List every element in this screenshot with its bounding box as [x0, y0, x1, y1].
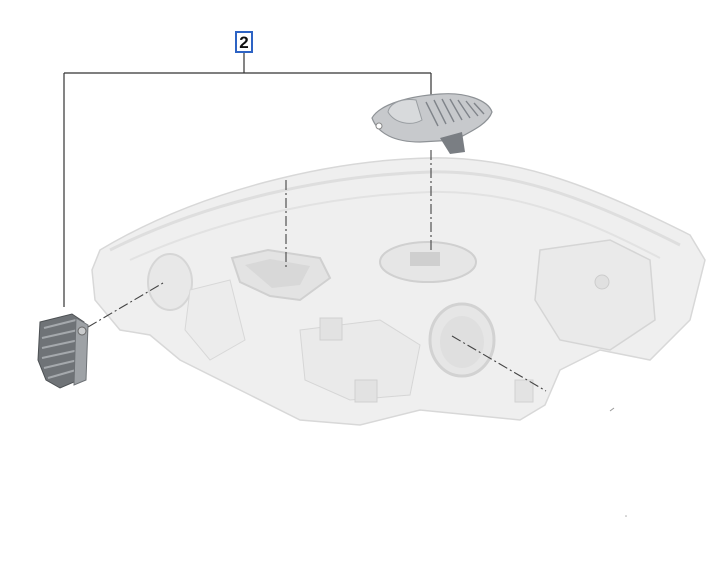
ballast-module-top	[371, 93, 493, 154]
callout-label-2: 2	[235, 31, 253, 53]
faint-mark	[609, 407, 615, 412]
assembly-lines	[87, 150, 547, 392]
ballast-module-left	[37, 313, 89, 389]
headlight-housing	[91, 157, 706, 426]
faint-dot	[625, 515, 627, 517]
leader-lines	[63, 53, 432, 307]
